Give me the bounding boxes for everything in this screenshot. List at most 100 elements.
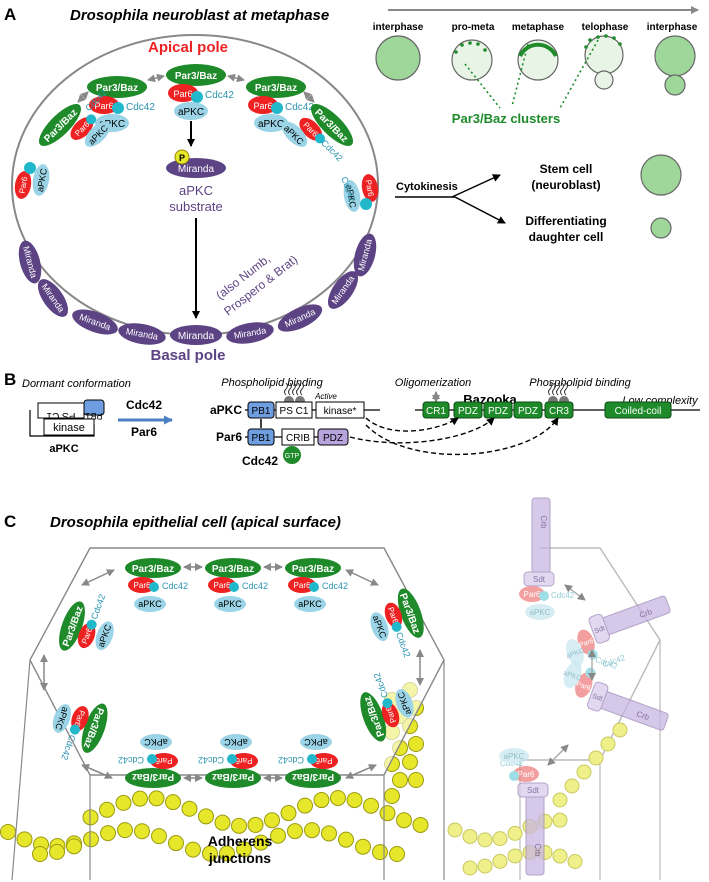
adherens-bead bbox=[202, 845, 218, 862]
svg-text:Cdc42: Cdc42 bbox=[285, 102, 314, 113]
adherens-bead bbox=[280, 805, 297, 822]
svg-text:GTP: GTP bbox=[285, 453, 300, 460]
adherens-bead bbox=[304, 822, 320, 839]
svg-text:Coiled-coil: Coiled-coil bbox=[615, 406, 662, 417]
adherens-bead bbox=[363, 797, 379, 814]
svg-text:Par6: Par6 bbox=[575, 681, 591, 693]
adherens-bead bbox=[552, 848, 568, 864]
cdc42-gtp bbox=[283, 446, 301, 464]
adherens-bead bbox=[151, 828, 167, 845]
adherens-bead bbox=[477, 832, 493, 848]
stem-cell-icon bbox=[640, 154, 682, 196]
par6-pb1 bbox=[247, 428, 275, 446]
adherens-bead bbox=[408, 736, 424, 752]
cell-daughter bbox=[664, 74, 686, 96]
c-complex-left-upper: Par3/Baz Par6 Cdc42 aPKC bbox=[59, 593, 114, 651]
oligomerization-label: Oligomerization bbox=[395, 377, 471, 389]
arrow-complex-3 bbox=[77, 91, 89, 103]
miranda-substrate-label: Miranda bbox=[178, 164, 215, 175]
adherens-bead bbox=[338, 831, 354, 848]
svg-text:Cdc42: Cdc42 bbox=[162, 581, 188, 591]
dormant-label: Dormant conformation bbox=[22, 378, 131, 390]
svg-text:Par3/Baz: Par3/Baz bbox=[292, 771, 334, 782]
svg-text:Cdc42: Cdc42 bbox=[118, 755, 144, 765]
adherens-bead bbox=[321, 825, 337, 842]
baz-pdz-2 bbox=[483, 401, 513, 419]
adherens-bead bbox=[83, 831, 99, 848]
svg-text:PS C1: PS C1 bbox=[280, 406, 309, 417]
svg-text:aPKC: aPKC bbox=[144, 737, 168, 747]
cluster-pointer-3 bbox=[559, 39, 599, 109]
panel-a-letter: A bbox=[4, 5, 16, 24]
cell-metaphase bbox=[517, 39, 559, 81]
svg-text:PDZ: PDZ bbox=[488, 406, 508, 417]
svg-text:aPKC: aPKC bbox=[224, 737, 248, 747]
phase-interphase-2: interphase bbox=[647, 22, 698, 33]
stem-arrow bbox=[451, 174, 501, 198]
adherens-bead bbox=[564, 778, 580, 794]
baz-pdz-3 bbox=[513, 401, 543, 419]
adherens-bead bbox=[168, 835, 184, 852]
interaction-pdz-pdz bbox=[349, 417, 495, 444]
c-complex-bottom-1: Par3/Baz Par6 Cdc42 aPKC bbox=[118, 734, 181, 788]
cell-interphase-2 bbox=[654, 35, 696, 77]
svg-text:Par3/Baz: Par3/Baz bbox=[255, 83, 297, 94]
adherens-bead bbox=[270, 827, 286, 844]
svg-text:aPKC: aPKC bbox=[178, 107, 204, 118]
diff-line2: daughter cell bbox=[529, 230, 604, 244]
adherens-bead bbox=[372, 844, 388, 861]
svg-text:Par6: Par6 bbox=[315, 756, 332, 765]
adherens-bead bbox=[588, 750, 604, 766]
svg-text:PDZ: PDZ bbox=[323, 433, 343, 444]
c-interaction-arrows bbox=[40, 563, 424, 782]
svg-text:Cdc42: Cdc42 bbox=[278, 755, 304, 765]
arrow-complex-2 bbox=[227, 73, 245, 83]
svg-text:aPKC: aPKC bbox=[258, 119, 284, 130]
daughter-cell-icon bbox=[650, 217, 672, 239]
baz-cr1 bbox=[422, 401, 450, 419]
svg-text:Sdt: Sdt bbox=[594, 625, 606, 635]
adherens-bead bbox=[181, 800, 198, 817]
baz-cr3 bbox=[544, 401, 574, 419]
cell-telophase-bud bbox=[594, 70, 614, 90]
substrate-line1: aPKC bbox=[179, 183, 213, 198]
svg-text:kinase*: kinase* bbox=[324, 406, 357, 417]
svg-text:PB1: PB1 bbox=[85, 411, 102, 421]
metaphase-crescent bbox=[518, 42, 558, 57]
adherens-bead bbox=[492, 853, 508, 869]
svg-text:Par3/Baz: Par3/Baz bbox=[175, 71, 217, 82]
adherens-bead bbox=[567, 853, 583, 869]
adherens-bead bbox=[447, 822, 463, 838]
lateral-arrows bbox=[547, 584, 596, 766]
svg-text:Cdc42: Cdc42 bbox=[198, 755, 224, 765]
svg-text:kinase: kinase bbox=[53, 422, 85, 434]
svg-text:aPKC: aPKC bbox=[138, 599, 162, 609]
substrate-line2: substrate bbox=[169, 199, 222, 214]
svg-text:aPKC: aPKC bbox=[99, 119, 125, 130]
crb-complex-bottom: Crb Sdt Par6 Cdc42 aPKC bbox=[499, 748, 549, 876]
adherens-bead bbox=[462, 860, 478, 876]
phase-metaphase: metaphase bbox=[512, 22, 565, 33]
adherens-bead bbox=[313, 792, 330, 809]
svg-text:aPKC: aPKC bbox=[298, 599, 322, 609]
svg-text:aPKC: aPKC bbox=[304, 737, 328, 747]
svg-text:Par3/Baz: Par3/Baz bbox=[96, 83, 138, 94]
svg-text:aPKC: aPKC bbox=[344, 184, 358, 209]
adherens-bead bbox=[219, 845, 235, 862]
apkc-row-label: aPKC bbox=[210, 403, 242, 417]
adherens-bead bbox=[346, 792, 363, 809]
phospholipid-label-1: Phospholipid binding bbox=[221, 377, 323, 389]
cytokinesis-label: Cytokinesis bbox=[396, 181, 458, 193]
complex-top-center: Par3/Baz Par6 Cdc42 aPKC bbox=[166, 64, 234, 120]
c-complex-top-1: Par3/Baz Par6 Cdc42 aPKC bbox=[125, 558, 188, 612]
svg-text:Miranda: Miranda bbox=[178, 331, 215, 342]
diff-arrow bbox=[454, 196, 506, 224]
phospholipid-label-2: Phospholipid binding bbox=[529, 377, 631, 389]
adherens-bead bbox=[462, 828, 478, 844]
svg-text:Cdc42: Cdc42 bbox=[322, 581, 348, 591]
basal-pole-label: Basal pole bbox=[150, 347, 225, 364]
adherens-line2: junctions bbox=[208, 850, 271, 866]
adherens-bead bbox=[115, 794, 132, 811]
baz-pdz-1 bbox=[453, 401, 483, 419]
